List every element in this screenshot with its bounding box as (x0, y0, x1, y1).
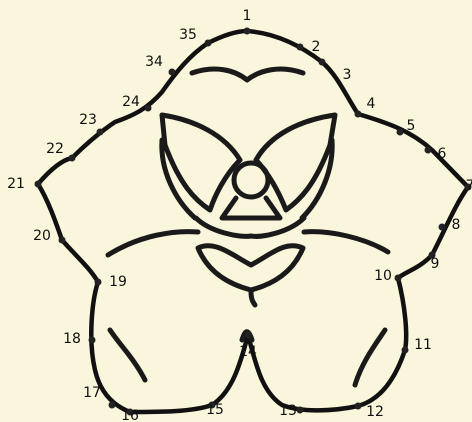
dot-23 (97, 129, 104, 136)
butterfly-left-wing (162, 115, 240, 210)
dot-34 (169, 69, 176, 76)
butterfly-body-triangle (222, 198, 280, 218)
dot-1 (244, 28, 251, 35)
dot-19 (95, 279, 102, 286)
dot-label-8: 8 (452, 217, 461, 233)
dot-24 (145, 105, 152, 112)
butterfly-right-wing (256, 115, 335, 210)
dot-label-2: 2 (312, 39, 321, 55)
dot-20 (59, 237, 66, 244)
dot-label-20: 20 (33, 228, 51, 244)
dot-22 (69, 155, 76, 162)
dot-label-5: 5 (407, 118, 416, 134)
dot-14 (245, 332, 252, 339)
dot-11 (402, 347, 409, 354)
dot-3 (319, 59, 326, 66)
dot-label-12: 12 (366, 404, 384, 420)
dot-label-22: 22 (46, 141, 64, 157)
dot-label-7: 7 (466, 178, 472, 194)
dot-2 (297, 44, 304, 51)
dot-18 (89, 337, 96, 344)
dot-label-13: 13 (279, 403, 297, 419)
dot-label-23: 23 (79, 112, 97, 128)
dot-label-11: 11 (414, 337, 432, 353)
dot-label-18: 18 (63, 331, 81, 347)
dot-label-16: 16 (121, 408, 139, 422)
dot-label-24: 24 (122, 94, 140, 110)
dot-label-34: 34 (145, 54, 163, 70)
dot-label-35: 35 (179, 27, 197, 43)
dot-6 (425, 147, 432, 154)
right-petal-stroke (355, 330, 385, 385)
dot-8 (439, 224, 446, 231)
dot-label-10: 10 (374, 268, 392, 284)
lower-cup (198, 246, 303, 290)
dot-35 (205, 40, 212, 47)
dot-label-19: 19 (109, 274, 127, 290)
dot-13 (297, 407, 304, 414)
dot-label-15: 15 (206, 402, 224, 418)
dot-label-21: 21 (7, 176, 25, 192)
dot-label-6: 6 (438, 146, 447, 162)
center-drip (251, 290, 255, 305)
top-arc (192, 69, 303, 80)
butterfly-head (234, 163, 268, 197)
butterfly-lower-band (196, 218, 304, 236)
dot-17 (109, 402, 116, 409)
dot-label-1: 1 (243, 8, 252, 24)
dot-21 (35, 181, 42, 188)
dot-label-4: 4 (367, 96, 376, 112)
dot-5 (397, 129, 404, 136)
dot-label-9: 9 (431, 256, 440, 272)
dot-label-17: 17 (83, 385, 101, 401)
dot-label-3: 3 (343, 67, 352, 83)
dot-4 (355, 111, 362, 118)
dot-label-14: 14 (239, 344, 257, 360)
dot-12 (355, 403, 362, 410)
dot-10 (395, 275, 402, 282)
left-petal-stroke (110, 330, 145, 380)
